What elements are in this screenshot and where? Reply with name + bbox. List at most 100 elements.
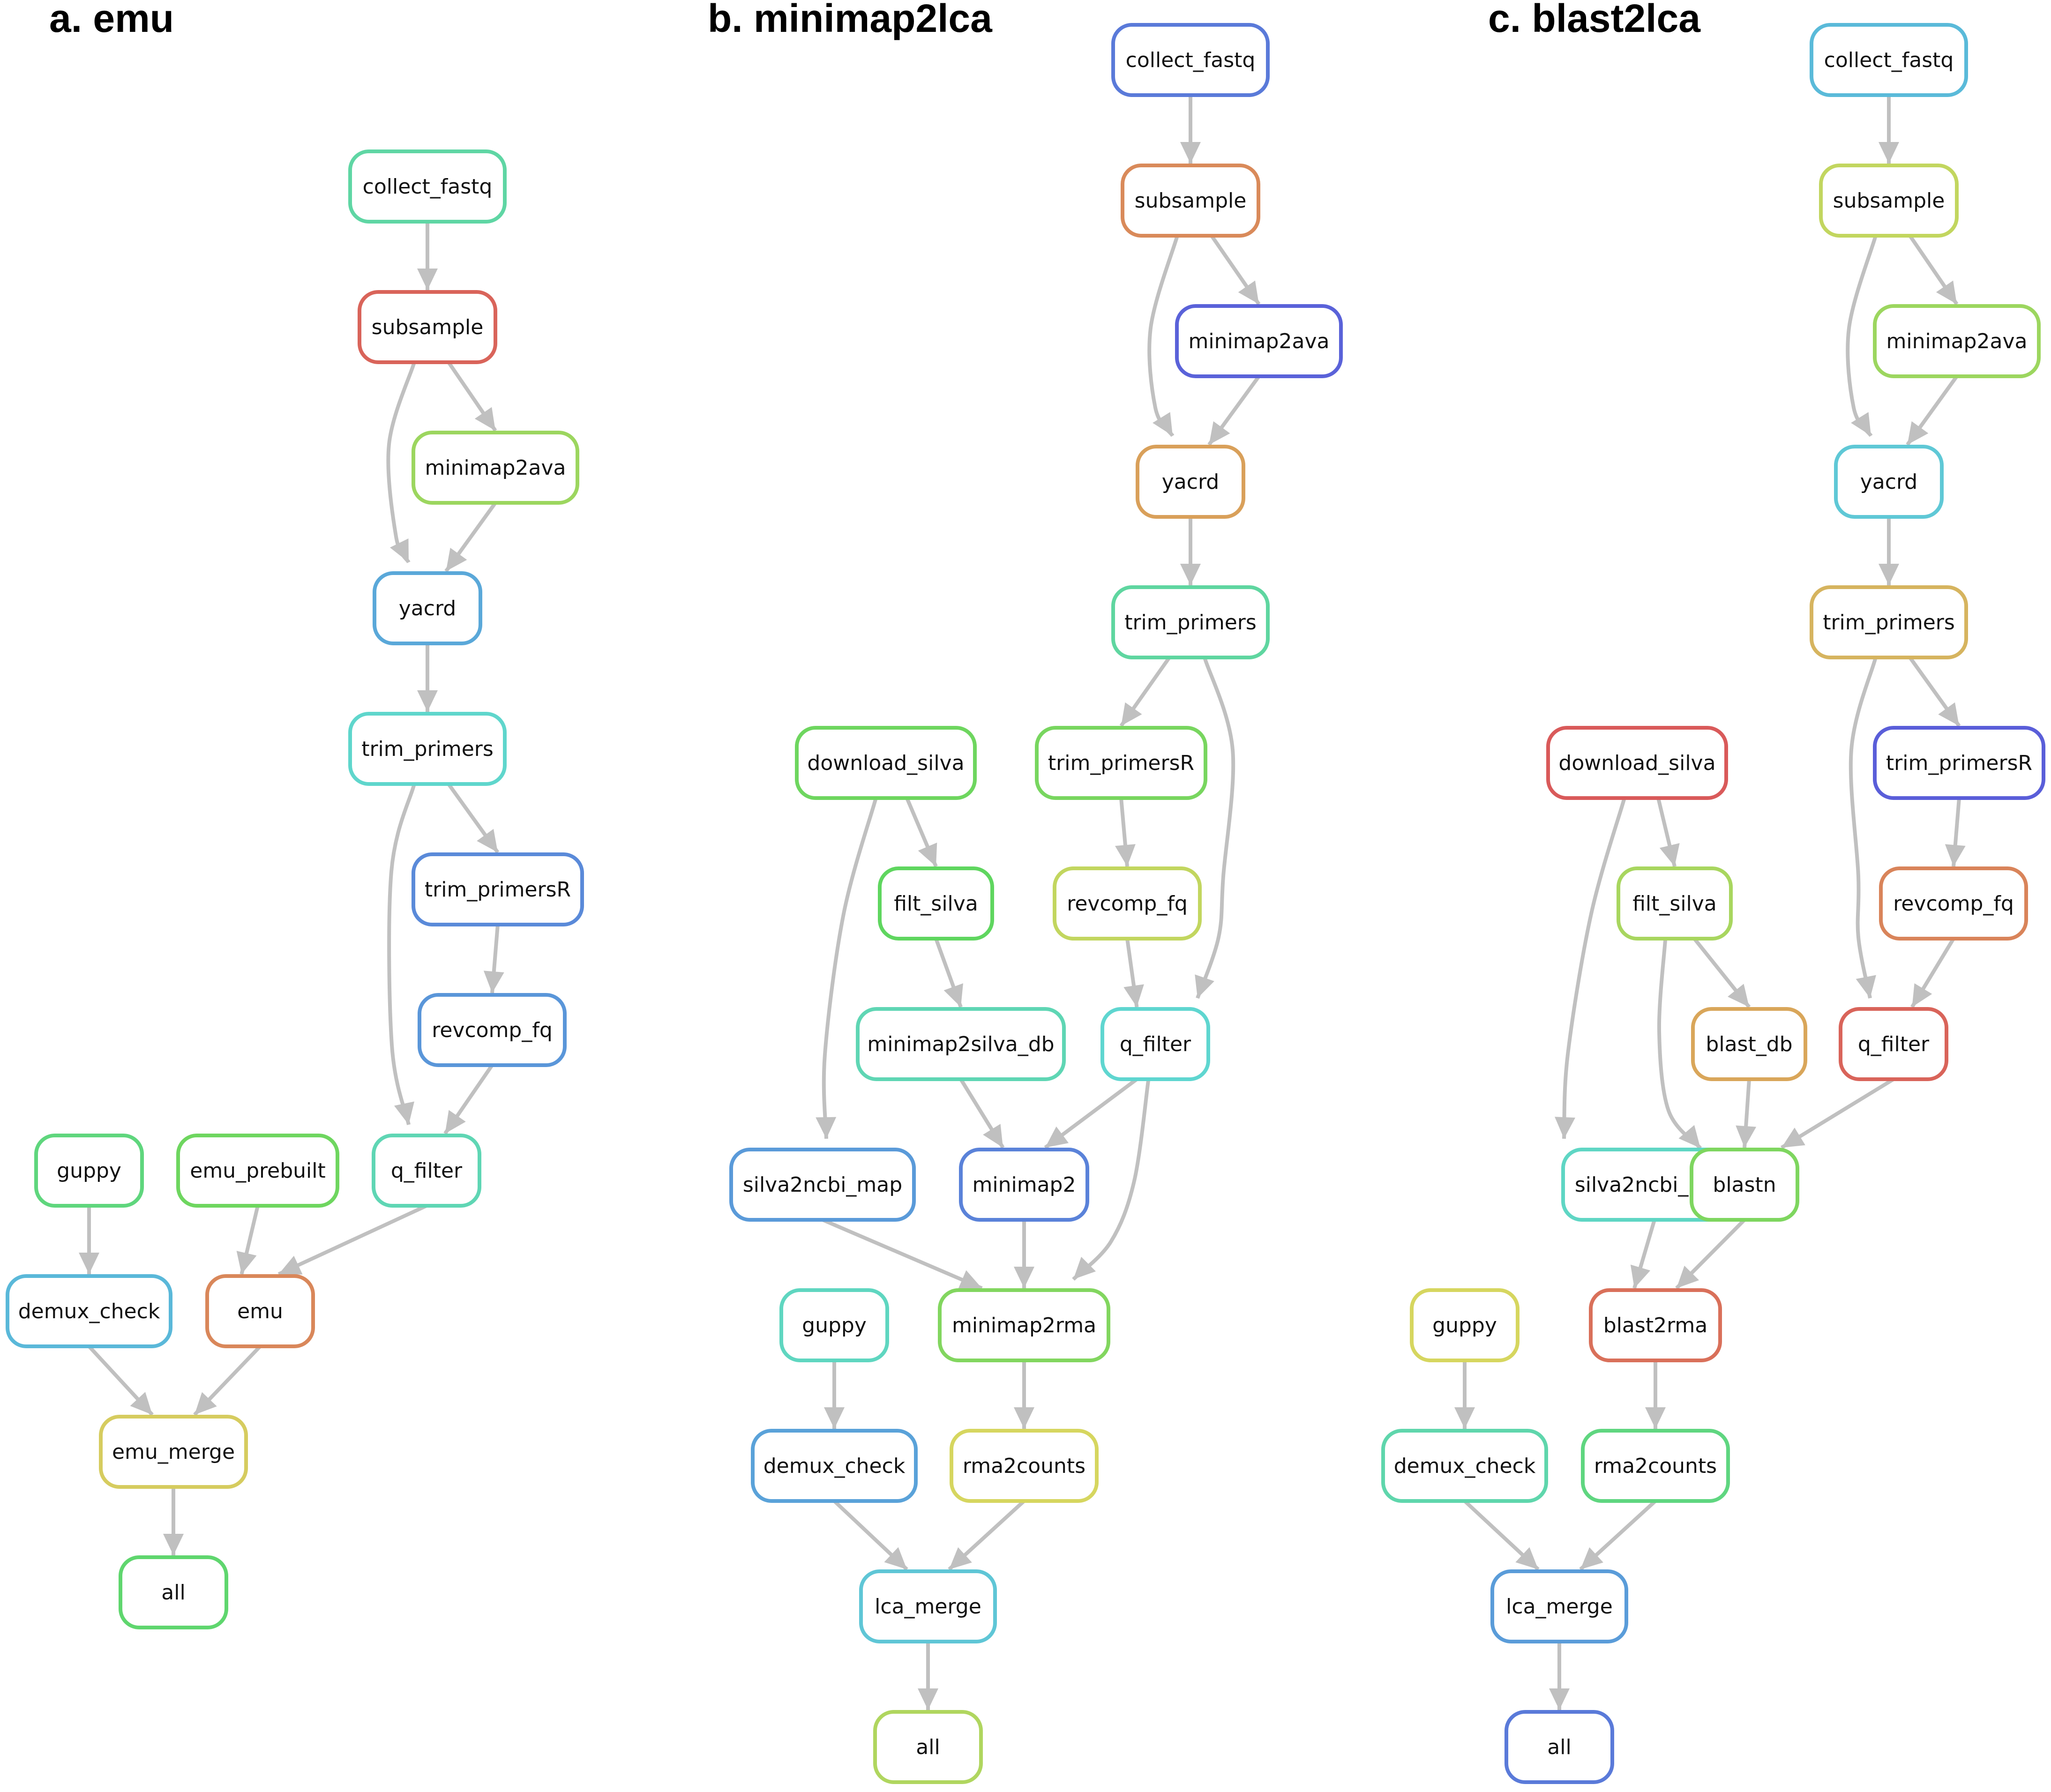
node-label: revcomp_fq <box>1067 892 1188 916</box>
node-blastn: blastn <box>1690 1148 1799 1222</box>
node-subsample: subsample <box>358 290 497 364</box>
edge-q_filter-to-minimap2rma <box>1072 1080 1150 1281</box>
node-lca-merge: lca_merge <box>1490 1569 1628 1643</box>
panel-title-minimap2lca: b. minimap2lca <box>708 0 993 40</box>
node-trim-primers: trim_primers <box>1111 585 1270 659</box>
arrowhead-demux_check-to-emu_merge <box>130 1392 152 1415</box>
arrowhead-minimap2ava-to-yacrd <box>1209 421 1230 445</box>
node-label: blastn <box>1713 1173 1776 1197</box>
arrowhead-download_silva-to-silva2ncbi_map <box>816 1117 837 1139</box>
arrowhead-minimap2-to-minimap2rma <box>1014 1267 1034 1288</box>
node-box <box>412 431 579 505</box>
node-label: demux_check <box>764 1454 906 1478</box>
node-box <box>878 866 994 941</box>
arrowhead-trim_primers-to-trim_primersR <box>477 829 498 852</box>
node-box <box>873 1710 983 1784</box>
arrowhead-trim_primers-to-q_filter <box>1856 975 1876 998</box>
arrowhead-subsample-to-yacrd <box>1851 412 1871 436</box>
arrowhead-subsample-to-yacrd <box>1153 412 1173 436</box>
node-label: yacrd <box>1860 470 1917 494</box>
node-box <box>856 1007 1066 1081</box>
arrowhead-q_filter-to-blastn <box>1782 1127 1805 1148</box>
arrowhead-trim_primers-to-trim_primersR <box>1121 702 1142 726</box>
node-label: minimap2 <box>973 1173 1076 1197</box>
node-lca-merge: lca_merge <box>859 1569 997 1643</box>
panel-title-emu: a. emu <box>49 0 174 40</box>
node-minimap2silva-db: minimap2silva_db <box>856 1007 1066 1081</box>
node-label: yacrd <box>399 597 456 620</box>
arrowhead-revcomp_fq-to-q_filter <box>1123 984 1144 1007</box>
node-label: rma2counts <box>963 1454 1085 1478</box>
arrowhead-revcomp_fq-to-q_filter <box>1912 983 1932 1007</box>
arrowhead-trim_primers-to-q_filter <box>394 1101 414 1125</box>
arrowhead-demux_check-to-lca_merge <box>884 1547 907 1569</box>
arrowhead-blast_db-to-blastn <box>1736 1125 1757 1148</box>
arrowhead-guppy-to-demux_check <box>79 1253 99 1274</box>
node-emu: emu <box>205 1274 315 1348</box>
arrowhead-minimap2rma-to-rma2counts <box>1014 1407 1034 1429</box>
edges-emu <box>79 222 504 1555</box>
node-trim-primersR: trim_primersR <box>1873 726 2045 800</box>
nodes-emu: collect_fastqsubsampleminimap2avayacrdtr… <box>6 149 584 1629</box>
node-box <box>1873 304 2041 378</box>
arrowhead-download_silva-to-silva2ncbi_map <box>1555 1117 1576 1139</box>
node-box <box>751 1429 918 1503</box>
node-box <box>205 1274 315 1348</box>
node-label: all <box>1547 1735 1571 1759</box>
node-demux-check: demux_check <box>6 1274 172 1348</box>
arrowhead-download_silva-to-filt_silva <box>1659 843 1680 866</box>
node-guppy: guppy <box>34 1134 144 1208</box>
node-box <box>1810 585 1968 659</box>
node-label: trim_primers <box>1823 611 1955 635</box>
node-label: q_filter <box>1858 1032 1930 1056</box>
node-label: download_silva <box>1558 751 1715 775</box>
arrowhead-q_filter-to-minimap2 <box>1045 1126 1069 1148</box>
panel-titles: a. emu b. minimap2lca c. blast2lca <box>49 0 1701 40</box>
node-collect-fastq: collect_fastq <box>348 149 507 224</box>
edge-download_silva-to-silva2ncbi_map <box>1562 799 1626 1139</box>
node-box <box>1873 726 2045 800</box>
node-download-silva: download_silva <box>795 726 977 800</box>
node-yacrd: yacrd <box>1136 445 1245 519</box>
node-box <box>1589 1288 1722 1362</box>
node-label: minimap2rma <box>952 1314 1096 1337</box>
arrowhead-filt_silva-to-blast_db <box>1728 984 1749 1007</box>
node-box <box>1100 1007 1210 1081</box>
arrowhead-filt_silva-to-blastn <box>1678 1125 1700 1148</box>
node-all: all <box>119 1555 228 1629</box>
edge-trim_primers-to-q_filter <box>1849 658 1877 999</box>
node-box <box>795 726 977 800</box>
node-box <box>1053 866 1202 941</box>
node-label: lca_merge <box>875 1595 981 1619</box>
node-all: all <box>873 1710 983 1784</box>
nodes-blast2lca: collect_fastqsubsampleminimap2avayacrdtr… <box>1381 23 2045 1784</box>
edge-silva2ncbi_map-to-minimap2rma <box>822 1218 983 1290</box>
node-label: q_filter <box>1120 1032 1191 1056</box>
arrowhead-lca_merge-to-all <box>1549 1688 1570 1710</box>
arrowhead-collect_fastq-to-subsample <box>1879 142 1899 164</box>
arrowhead-subsample-to-yacrd <box>389 538 409 562</box>
panel-emu: collect_fastqsubsampleminimap2avayacrdtr… <box>6 149 584 1629</box>
node-emu-merge: emu_merge <box>99 1415 248 1489</box>
arrowhead-revcomp_fq-to-q_filter <box>445 1110 466 1134</box>
node-box <box>348 712 507 786</box>
node-label: minimap2ava <box>1189 329 1330 353</box>
edge-q_filter-to-blastn <box>1781 1077 1895 1150</box>
arrowhead-subsample-to-minimap2ava <box>1936 280 1957 304</box>
node-q-filter: q_filter <box>1100 1007 1210 1081</box>
node-label: guppy <box>57 1159 121 1183</box>
edge-q_filter-to-emu <box>277 1204 427 1276</box>
edge-subsample-to-yacrd <box>386 363 416 564</box>
node-box <box>99 1415 248 1489</box>
node-label: q_filter <box>391 1159 463 1183</box>
arrowhead-minimap2silva_db-to-minimap2 <box>983 1124 1003 1148</box>
node-label: lca_merge <box>1506 1595 1613 1619</box>
node-label: rma2counts <box>1594 1454 1717 1478</box>
node-filt-silva: filt_silva <box>878 866 994 941</box>
arrowhead-rma2counts-to-lca_merge <box>1580 1547 1603 1569</box>
node-box <box>412 852 584 926</box>
edge-subsample-to-yacrd <box>1147 236 1179 437</box>
node-q-filter: q_filter <box>372 1134 481 1208</box>
node-trim-primers: trim_primers <box>1810 585 1968 659</box>
node-label: trim_primersR <box>1048 751 1194 775</box>
